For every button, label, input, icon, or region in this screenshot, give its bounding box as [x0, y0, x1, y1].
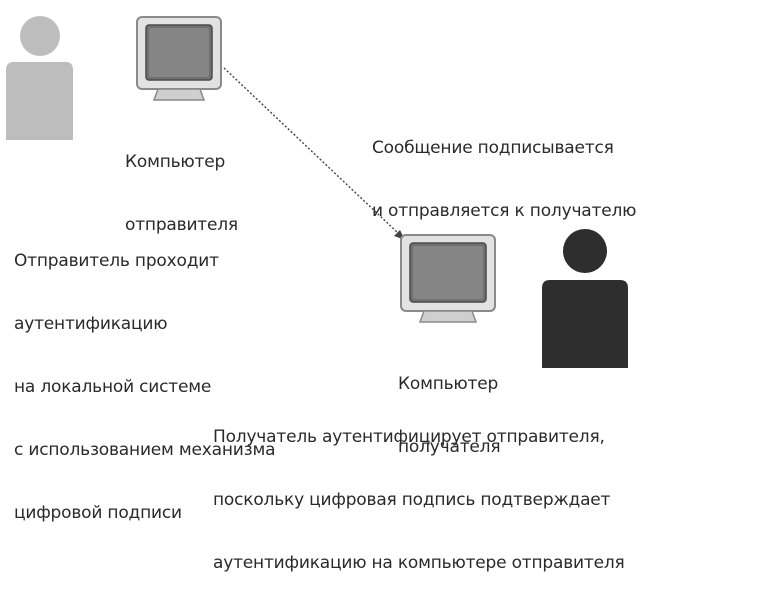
receiver-auth-text-line-1: Получатель аутентифицирует отправителя,	[213, 427, 605, 447]
auth-diagram: Компьютер отправителя Сообщение подписыв…	[6, 16, 637, 573]
receiver-auth-text-line-3: аутентификацию на компьютере отправителя	[213, 553, 625, 573]
sender-auth-text-line-1: Отправитель проходит	[14, 251, 219, 271]
sender-computer-icon	[136, 16, 222, 101]
receiver-auth-text-line-2: поскольку цифровая подпись подтверждает	[213, 490, 611, 510]
receiver-computer-label-line-2: получателя	[398, 437, 501, 457]
sender-computer-label: Компьютер отправителя	[125, 110, 238, 278]
receiver-computer-label-line-1: Компьютер	[398, 374, 499, 394]
sender-auth-text-line-4: с использованием механизма	[14, 440, 276, 460]
receiver-auth-text: Получатель аутентифицирует отправителя, …	[213, 385, 625, 616]
sender-computer-label-line-2: отправителя	[125, 215, 238, 235]
message-text-line-2: и отправляется к получателю	[372, 201, 637, 221]
sender-person-icon	[6, 16, 73, 140]
sender-auth-text-line-2: аутентификацию	[14, 314, 168, 334]
receiver-computer-icon	[400, 234, 496, 323]
message-text: Сообщение подписывается и отправляется к…	[372, 96, 636, 264]
receiver-computer-label: Компьютер получателя	[398, 332, 501, 500]
sender-computer-label-line-1: Компьютер	[125, 152, 226, 172]
message-text-line-1: Сообщение подписывается	[372, 138, 614, 158]
receiver-person-icon	[542, 229, 628, 368]
sender-auth-text-line-3: на локальной системе	[14, 377, 212, 397]
